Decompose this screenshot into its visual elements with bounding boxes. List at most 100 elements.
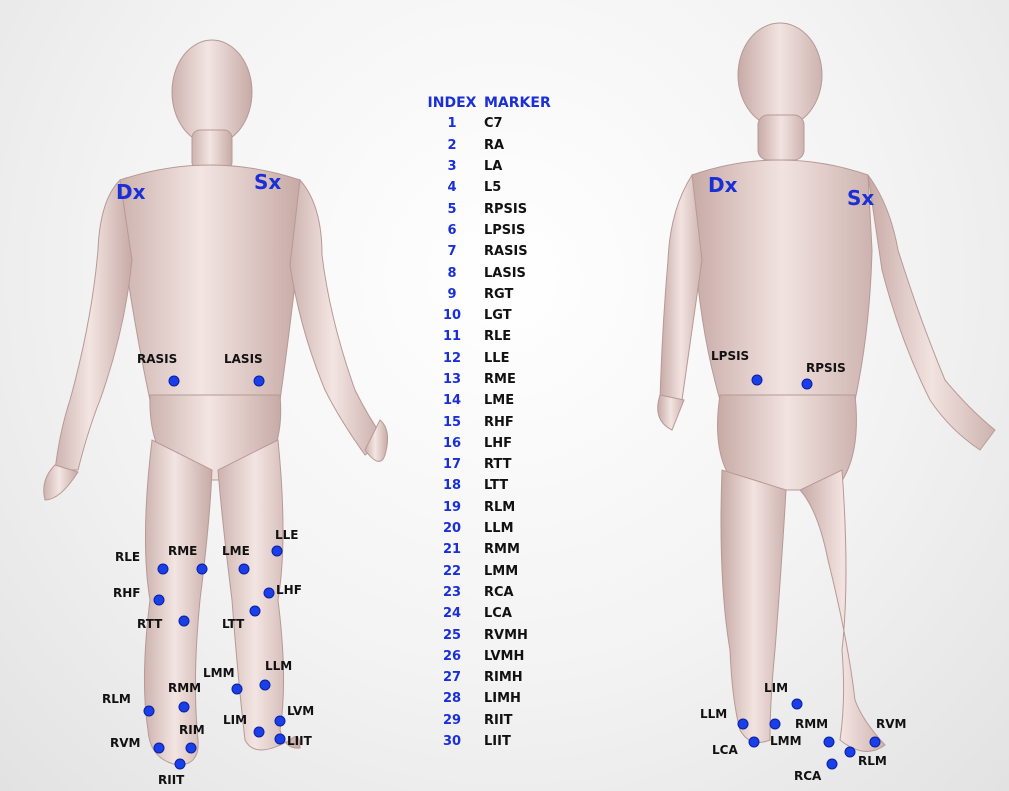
index-cell: 16 — [424, 436, 480, 451]
marker-cell: LVMH — [480, 649, 564, 664]
index-cell: 6 — [424, 223, 480, 238]
front-marker-rhf — [155, 596, 164, 605]
marker-cell: RME — [480, 372, 564, 387]
back-label-rmm: RMM — [795, 717, 828, 731]
index-cell: 29 — [424, 713, 480, 728]
marker-cell: L5 — [480, 180, 564, 195]
front-marker-riit — [176, 760, 185, 769]
marker-cell: RCA — [480, 585, 564, 600]
front-marker-rle — [159, 565, 168, 574]
table-row: 27RIMH — [424, 667, 564, 688]
back-marker-rvm — [871, 738, 880, 747]
back-label-lca: LCA — [712, 743, 738, 757]
back-marker-rca — [828, 760, 837, 769]
index-cell: 12 — [424, 351, 480, 366]
back-label-lim: LIM — [764, 681, 788, 695]
front-label-liit: LIIT — [287, 734, 312, 748]
front-label-lmm: LMM — [203, 666, 235, 680]
marker-cell: LME — [480, 393, 564, 408]
back-label-lmm: LMM — [770, 734, 802, 748]
marker-cell: RA — [480, 138, 564, 153]
index-cell: 1 — [424, 116, 480, 131]
front-marker-rvm — [155, 744, 164, 753]
index-cell: 18 — [424, 478, 480, 493]
table-row: 21RMM — [424, 539, 564, 560]
marker-cell: RVMH — [480, 628, 564, 643]
index-cell: 11 — [424, 329, 480, 344]
index-cell: 10 — [424, 308, 480, 323]
back-marker-lmm — [771, 720, 780, 729]
front-label-ltt: LTT — [222, 617, 244, 631]
table-row: 20LLM — [424, 518, 564, 539]
front-label-rlm: RLM — [102, 692, 131, 706]
table-row: 4L5 — [424, 177, 564, 198]
front-label-lhf: LHF — [276, 583, 302, 597]
back-label-rca: RCA — [794, 769, 821, 783]
front-marker-lhf — [265, 589, 274, 598]
front-marker-rasis — [170, 377, 179, 386]
front-marker-rmm — [180, 703, 189, 712]
back-label-rpsis: RPSIS — [806, 361, 846, 375]
marker-cell: RPSIS — [480, 202, 564, 217]
table-row: 17RTT — [424, 454, 564, 475]
marker-cell: LLM — [480, 521, 564, 536]
index-cell: 30 — [424, 734, 480, 749]
index-cell: 5 — [424, 202, 480, 217]
front-marker-lle — [273, 547, 282, 556]
front-label-lim: LIM — [223, 713, 247, 727]
index-cell: 3 — [424, 159, 480, 174]
table-row: 8LASIS — [424, 262, 564, 283]
front-label-rhf: RHF — [113, 586, 140, 600]
marker-cell: LTT — [480, 478, 564, 493]
front-side-label-left: Sx — [254, 170, 281, 194]
front-label-rme: RME — [168, 544, 197, 558]
index-cell: 15 — [424, 415, 480, 430]
index-cell: 26 — [424, 649, 480, 664]
marker-cell: RIIT — [480, 713, 564, 728]
front-side-label-right: Dx — [116, 180, 146, 204]
front-label-lle: LLE — [275, 528, 299, 542]
table-row: 28LIMH — [424, 688, 564, 709]
marker-cell: LHF — [480, 436, 564, 451]
marker-cell: LPSIS — [480, 223, 564, 238]
index-cell: 19 — [424, 500, 480, 515]
front-marker-llm — [261, 681, 270, 690]
front-marker-rtt — [180, 617, 189, 626]
front-marker-rlm — [145, 707, 154, 716]
marker-cell: LMM — [480, 564, 564, 579]
back-marker-lpsis — [753, 376, 762, 385]
back-marker-rpsis — [803, 380, 812, 389]
index-cell: 9 — [424, 287, 480, 302]
index-cell: 25 — [424, 628, 480, 643]
front-label-lme: LME — [222, 544, 250, 558]
marker-cell: LIMH — [480, 691, 564, 706]
marker-cell: RTT — [480, 457, 564, 472]
table-row: 7RASIS — [424, 241, 564, 262]
index-column-header: INDEX — [424, 95, 480, 111]
index-cell: 22 — [424, 564, 480, 579]
front-label-riit: RIIT — [158, 773, 184, 787]
front-marker-lmm — [233, 685, 242, 694]
marker-cell: LCA — [480, 606, 564, 621]
back-label-rvm: RVM — [876, 717, 906, 731]
index-cell: 13 — [424, 372, 480, 387]
marker-cell: RLE — [480, 329, 564, 344]
marker-cell: C7 — [480, 116, 564, 131]
index-cell: 23 — [424, 585, 480, 600]
front-label-rim: RIM — [179, 723, 205, 737]
